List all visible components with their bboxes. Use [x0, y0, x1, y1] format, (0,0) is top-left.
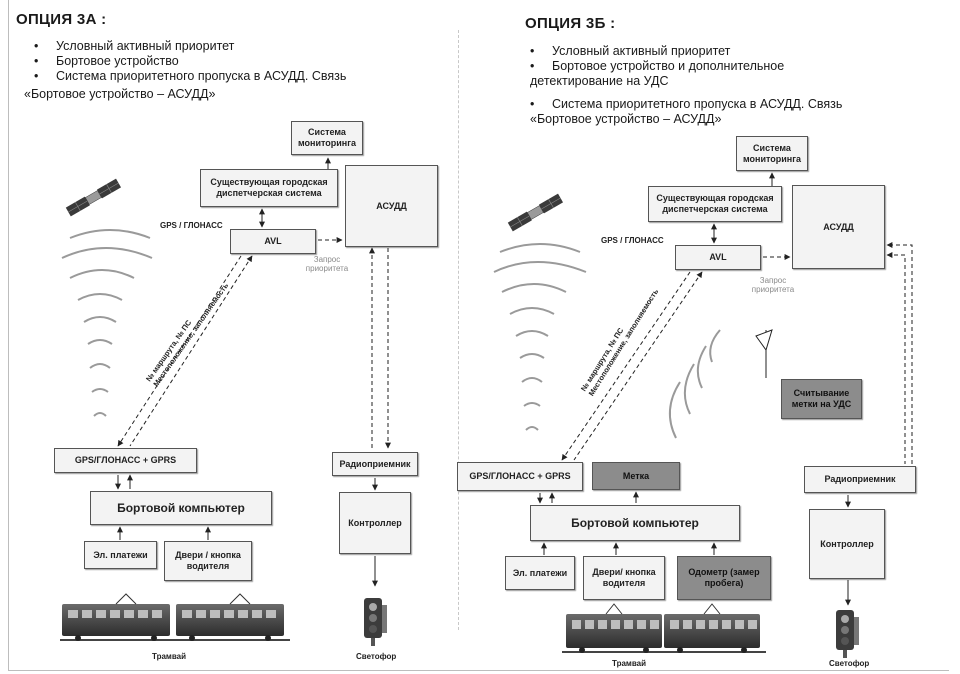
box-label: Эл. платежи [93, 549, 148, 560]
left-asudd-box: АСУДД [345, 165, 438, 247]
box-label: Радиоприемник [339, 458, 411, 469]
bullet-dot: • [530, 97, 535, 111]
bullet-dot: • [530, 44, 535, 58]
bullet-dot: • [34, 39, 39, 53]
left-dispatch-box: Существующая городская диспетчерская сис… [200, 169, 338, 207]
right-bullet-text: Условный активный приоритет [552, 44, 731, 58]
box-label: Контроллер [820, 538, 874, 549]
left-avl-box: AVL [230, 229, 316, 254]
left-gps-label: GPS / ГЛОНАСС [160, 221, 223, 230]
bullet-dot: • [34, 69, 39, 83]
left-onboard-computer-box: Бортовой компьютер [90, 491, 272, 525]
left-request-label: Запрос приоритета [305, 255, 349, 273]
box-label: Эл. платежи [512, 567, 568, 578]
left-bullet-text: Система приоритетного пропуска в АСУДД. … [56, 69, 347, 83]
right-gps-gprs-box: GPS/ГЛОНАСС + GPRS [457, 462, 583, 491]
left-receiver-box: Радиоприемник [332, 452, 418, 476]
right-tag-box: Метка [592, 462, 680, 490]
right-tag-read-box: Считывание метки на УДС [781, 379, 862, 419]
right-bullet: • Условный активный приоритет [530, 44, 930, 59]
box-label: АСУДД [823, 221, 854, 232]
left-bullet: • Система приоритетного пропуска в АСУДД.… [34, 69, 434, 84]
left-bullet-text: Бортовое устройство [56, 54, 179, 68]
box-label: Контроллер [348, 517, 402, 528]
left-bullet-list: • Условный активный приоритет • Бортовое у… [34, 39, 434, 84]
figure-frame [8, 0, 949, 671]
right-bullet-list: • Условный активный приоритет • Бортовое у… [530, 44, 930, 74]
right-request-label: Запрос приоритета [751, 276, 795, 294]
left-traffic-light-caption: Светофор [356, 652, 397, 661]
box-label: AVL [709, 252, 727, 262]
left-bullet-text: Условный активный приоритет [56, 39, 235, 53]
box-label: AVL [264, 236, 282, 246]
left-monitoring-box: Система мониторинга [291, 121, 363, 155]
bullet-dot: • [34, 54, 39, 68]
left-doors-box: Двери / кнопка водителя [164, 541, 252, 581]
left-gps-gprs-box: GPS/ГЛОНАСС + GPRS [54, 448, 197, 473]
right-bullet: • Система приоритетного пропуска в АСУДД.… [530, 97, 930, 112]
left-bullet: • Бортовое устройство [34, 54, 434, 69]
right-asudd-box: АСУДД [792, 185, 885, 269]
left-panel-title: ОПЦИЯ 3А : [16, 11, 107, 28]
box-label: Существующая городская диспетчерская сис… [210, 177, 328, 198]
right-controller-box: Контроллер [809, 509, 885, 579]
right-bullet: • Бортовое устройство и дополнительное [530, 59, 930, 74]
box-label: Двери/ кнопка водителя [592, 567, 656, 588]
right-monitoring-box: Система мониторинга [736, 136, 808, 171]
right-receiver-box: Радиоприемник [804, 466, 916, 493]
left-tram-caption: Трамвай [152, 652, 187, 661]
right-payments-box: Эл. платежи [505, 556, 575, 590]
box-label: GPS/ГЛОНАСС + GPRS [74, 455, 177, 465]
box-label: Одометр (замер пробега) [688, 567, 760, 588]
panel-divider [458, 30, 459, 630]
box-label: GPS/ГЛОНАСС + GPRS [469, 471, 571, 481]
right-bullet-text: Бортовое устройство и дополнительное [552, 59, 785, 73]
right-panel-title: ОПЦИЯ 3Б : [525, 15, 616, 32]
right-bullet-continuation: детектирование на УДС [530, 74, 669, 88]
right-bullet-text: Система приоритетного пропуска в АСУДД. … [552, 97, 843, 111]
right-avl-box: AVL [675, 245, 761, 270]
right-tram-caption: Трамвай [612, 659, 647, 668]
box-label: Двери / кнопка водителя [175, 550, 241, 571]
box-label: Считывание метки на УДС [791, 388, 852, 409]
right-odometer-box: Одометр (замер пробега) [677, 556, 771, 600]
left-bullet-continuation: «Бортовое устройство – АСУДД» [24, 87, 216, 101]
right-traffic-light-caption: Светофор [829, 659, 870, 668]
right-doors-box: Двери/ кнопка водителя [583, 556, 665, 600]
right-gps-label: GPS / ГЛОНАСС [601, 236, 664, 245]
left-bullet: • Условный активный приоритет [34, 39, 434, 54]
box-label: Радиоприемник [824, 474, 896, 484]
right-dispatch-box: Существующая городская диспетчерская сис… [648, 186, 782, 222]
box-label: Метка [622, 470, 650, 481]
right-bullet-continuation-2: «Бортовое устройство – АСУДД» [530, 112, 722, 126]
box-label: Бортовой компьютер [117, 500, 245, 515]
box-label: Система мониторинга [297, 127, 356, 148]
box-label: Бортовой компьютер [571, 515, 699, 530]
right-bullet-list-2: • Система приоритетного пропуска в АСУДД.… [530, 97, 930, 112]
box-label: АСУДД [376, 200, 407, 211]
left-controller-box: Контроллер [339, 492, 411, 554]
left-payments-box: Эл. платежи [84, 541, 157, 569]
box-label: Существующая городская диспетчерская сис… [656, 193, 774, 214]
box-label: Система мониторинга [742, 142, 801, 164]
bullet-dot: • [530, 59, 535, 73]
right-onboard-computer-box: Бортовой компьютер [530, 505, 740, 541]
